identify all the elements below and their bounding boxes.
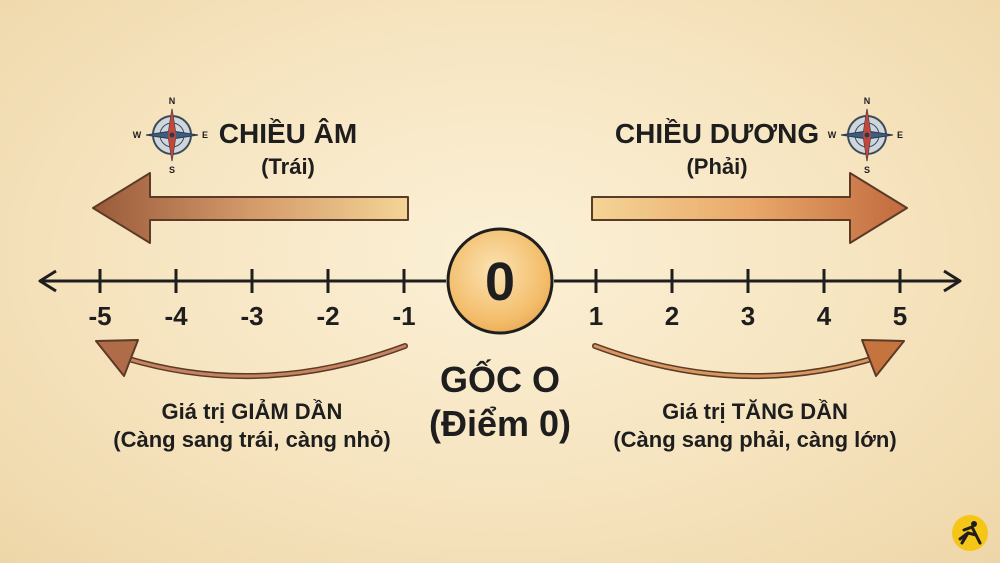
positive-value-note-sub: (Càng sang phải, càng lớn) — [613, 427, 896, 452]
compass-north-label: N — [864, 96, 871, 106]
compass-north-label: N — [169, 96, 176, 106]
increasing-value-arrow — [592, 339, 905, 380]
negative-direction-arrow — [92, 172, 409, 244]
positive-direction-arrow — [591, 172, 908, 244]
tick-layer: -5 -4 -3 -2 -1 1 2 3 4 5 — [88, 269, 907, 331]
compass-east-label: E — [202, 130, 208, 140]
compass-south-label: S — [864, 165, 870, 175]
negative-value-note-sub: (Càng sang trái, càng nhỏ) — [113, 427, 390, 452]
origin-caption: GỐC O — [440, 358, 560, 400]
positive-value-note: Giá trị TĂNG DẦN — [662, 399, 848, 424]
origin-label: 0 — [485, 252, 515, 312]
compass-south-label: S — [169, 165, 175, 175]
running-figure-logo-icon — [952, 515, 988, 551]
negative-value-note: Giá trị GIẢM DẦN — [162, 399, 343, 424]
tick-label: 3 — [741, 301, 755, 331]
compass-west-label: W — [133, 130, 142, 140]
origin-point: 0 — [446, 227, 554, 335]
tick-label: 2 — [665, 301, 679, 331]
compass-rose-icon: N S E W — [133, 96, 208, 175]
tick-label: -1 — [392, 301, 415, 331]
positive-direction-title: CHIỀU DƯƠNG — [615, 118, 819, 149]
tick-label: -4 — [164, 301, 188, 331]
negative-direction-subtitle: (Trái) — [261, 154, 315, 179]
origin-caption-sub: (Điểm 0) — [429, 403, 571, 444]
negative-direction-title: CHIỀU ÂM — [219, 118, 357, 149]
compass-east-label: E — [897, 130, 903, 140]
compass-rose-icon: N S E W — [828, 96, 903, 175]
positive-direction-subtitle: (Phải) — [686, 154, 747, 179]
decreasing-value-arrow — [95, 339, 408, 380]
tick-label: -3 — [240, 301, 263, 331]
number-line-axis — [38, 269, 962, 293]
tick-label: 5 — [893, 301, 907, 331]
tick-label: -5 — [88, 301, 111, 331]
tick-label: 1 — [589, 301, 603, 331]
compass-west-label: W — [828, 130, 837, 140]
tick-label: -2 — [316, 301, 339, 331]
tick-label: 4 — [817, 301, 832, 331]
